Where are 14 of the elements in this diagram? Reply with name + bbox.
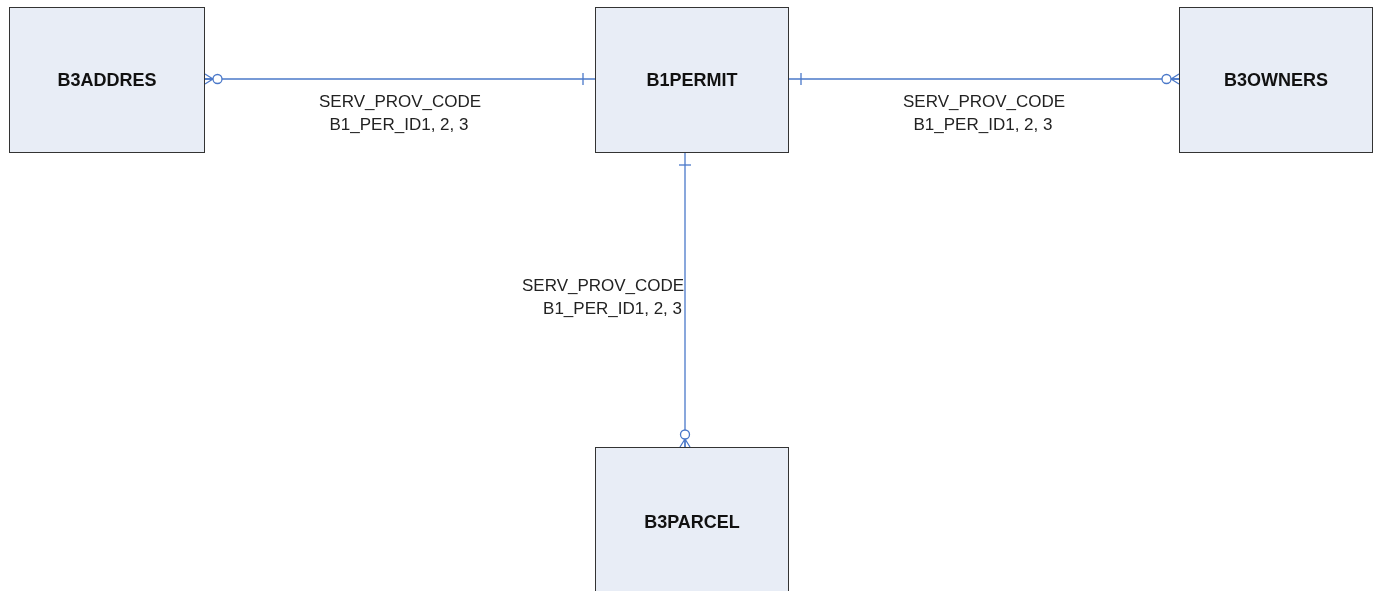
edge-label: SERV_PROV_CODE B1_PER_ID1, 2, 3 — [903, 91, 1063, 136]
entity-box — [595, 447, 789, 591]
entity-box — [1179, 7, 1373, 153]
edge-label: SERV_PROV_CODE B1_PER_ID1, 2, 3 — [319, 91, 479, 136]
relationship-line — [678, 152, 692, 448]
entity-name: B3OWNERS — [1224, 69, 1328, 91]
edge-label: SERV_PROV_CODE B1_PER_ID1, 2, 3 — [522, 275, 682, 320]
entity-box — [595, 7, 789, 153]
entity-name: B3ADDRES — [57, 69, 157, 91]
relationship-line — [204, 72, 596, 86]
entity-name: B3PARCEL — [644, 511, 740, 533]
entity-name: B1PERMIT — [646, 69, 738, 91]
entity-box — [9, 7, 205, 153]
relationship-line — [788, 72, 1180, 86]
